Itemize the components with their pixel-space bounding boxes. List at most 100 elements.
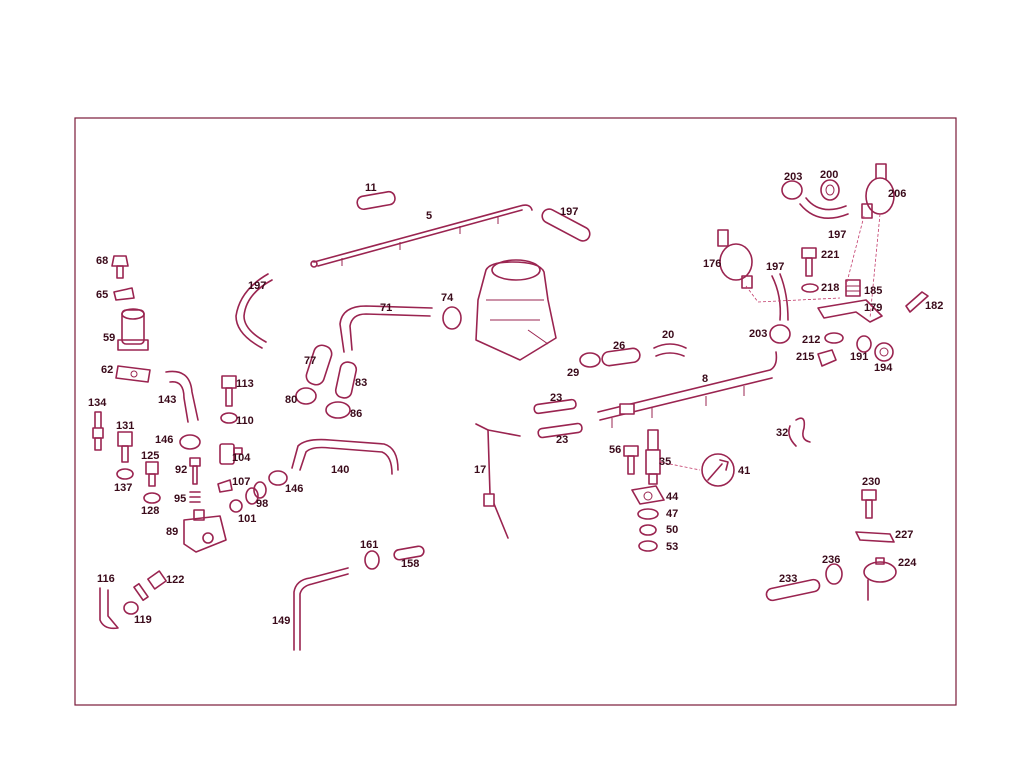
callout-8: 8 [702, 373, 708, 385]
part-107-plate [217, 479, 233, 493]
part-104-valve [219, 443, 243, 465]
callout-107: 107 [232, 476, 250, 488]
part-191-spacer [856, 335, 872, 353]
part-146-clamp-left [179, 434, 201, 450]
part-17-fuel-line [475, 423, 521, 539]
part-71-hose-elbow [339, 305, 433, 353]
callout-29: 29 [567, 367, 579, 379]
callout-158: 158 [401, 558, 419, 570]
part-125-fitting [145, 461, 159, 487]
part-8-fuel-rail [597, 351, 778, 428]
part-149-pipe [293, 567, 349, 651]
callout-104: 104 [232, 452, 251, 464]
part-53-ring [638, 540, 658, 552]
callout-218: 218 [821, 282, 839, 294]
part-185-damper [845, 279, 861, 297]
part-161-clamp [364, 550, 380, 570]
callout-77: 77 [304, 355, 316, 367]
callout-206: 206 [888, 188, 906, 200]
part-158-hose-piece [393, 545, 425, 561]
part-41-wrench-symbol [701, 453, 735, 487]
callout-119: 119 [134, 614, 152, 626]
callout-71: 71 [380, 302, 392, 314]
part-197-hose-right [541, 208, 591, 242]
part-29-clamp [579, 352, 601, 368]
callout-23: 23 [556, 434, 568, 446]
part-50-seal [639, 524, 657, 536]
callout-197: 197 [828, 229, 846, 241]
callout-11: 11 [365, 182, 377, 194]
callout-53: 53 [666, 541, 678, 553]
diagram-frame [74, 117, 957, 706]
part-146-clamp-right [268, 470, 288, 486]
part-221-bolt [801, 247, 817, 277]
part-11-hose-piece [356, 190, 396, 211]
callout-236: 236 [822, 554, 840, 566]
part-77-hose [305, 344, 333, 386]
callout-203: 203 [784, 171, 802, 183]
part-98-fitting [245, 481, 267, 505]
callout-92: 92 [175, 464, 187, 476]
part-182-clip [905, 291, 929, 313]
callout-98: 98 [256, 498, 268, 510]
callout-179: 179 [864, 302, 882, 314]
callout-233: 233 [779, 573, 797, 585]
lead-regulators [745, 213, 881, 319]
part-110-washer [220, 412, 238, 424]
callout-140: 140 [331, 464, 349, 476]
callout-134: 134 [88, 397, 107, 409]
part-218-washer [801, 283, 819, 293]
callout-26: 26 [613, 340, 625, 352]
part-62-gasket [115, 365, 151, 383]
callout-203: 203 [749, 328, 767, 340]
part-176-regulator [717, 229, 753, 289]
part-212-clip [824, 332, 844, 344]
part-116-bracket [99, 587, 119, 630]
part-80-clamp [295, 387, 317, 405]
part-119-washer [123, 601, 139, 615]
part-65-bracket [113, 287, 135, 301]
part-83-hose [334, 361, 358, 399]
callout-62: 62 [101, 364, 113, 376]
callout-116: 116 [97, 573, 115, 585]
callout-197: 197 [560, 206, 578, 218]
part-206-regulator [861, 163, 895, 219]
part-140-pipe [291, 438, 399, 475]
callout-194: 194 [874, 362, 893, 374]
part-203-clamp-mid [769, 324, 791, 344]
callout-35: 35 [659, 456, 671, 468]
part-197-hose-mid-right [771, 273, 789, 321]
callout-227: 227 [895, 529, 913, 541]
callout-56: 56 [609, 444, 621, 456]
callout-185: 185 [864, 285, 882, 297]
part-74-clamp [442, 306, 462, 330]
part-215-nut [817, 349, 837, 367]
part-23-hose-upper [533, 398, 577, 415]
callout-5: 5 [426, 210, 432, 222]
part-122-bolt [133, 570, 167, 602]
callout-65: 65 [96, 289, 108, 301]
callout-125: 125 [141, 450, 159, 462]
callout-128: 128 [141, 505, 159, 517]
callout-50: 50 [666, 524, 678, 536]
callout-161: 161 [360, 539, 378, 551]
part-113-bolt [221, 375, 237, 407]
callout-59: 59 [103, 332, 115, 344]
callout-197: 197 [766, 261, 784, 273]
callout-80: 80 [285, 394, 297, 406]
part-230-bolt [861, 489, 877, 519]
part-47-seal [637, 508, 659, 520]
callout-32: 32 [776, 427, 788, 439]
callout-47: 47 [666, 508, 678, 520]
part-92-bolt [189, 457, 201, 485]
part-197-hose-left [235, 273, 273, 349]
part-143-hose [165, 370, 199, 423]
part-200-grommet [820, 179, 840, 201]
callout-110: 110 [236, 415, 254, 427]
part-227-bracket [855, 531, 895, 543]
part-134-sensor [92, 411, 104, 451]
callout-44: 44 [666, 491, 679, 503]
part-23-hose-lower [537, 422, 583, 439]
callout-68: 68 [96, 255, 108, 267]
